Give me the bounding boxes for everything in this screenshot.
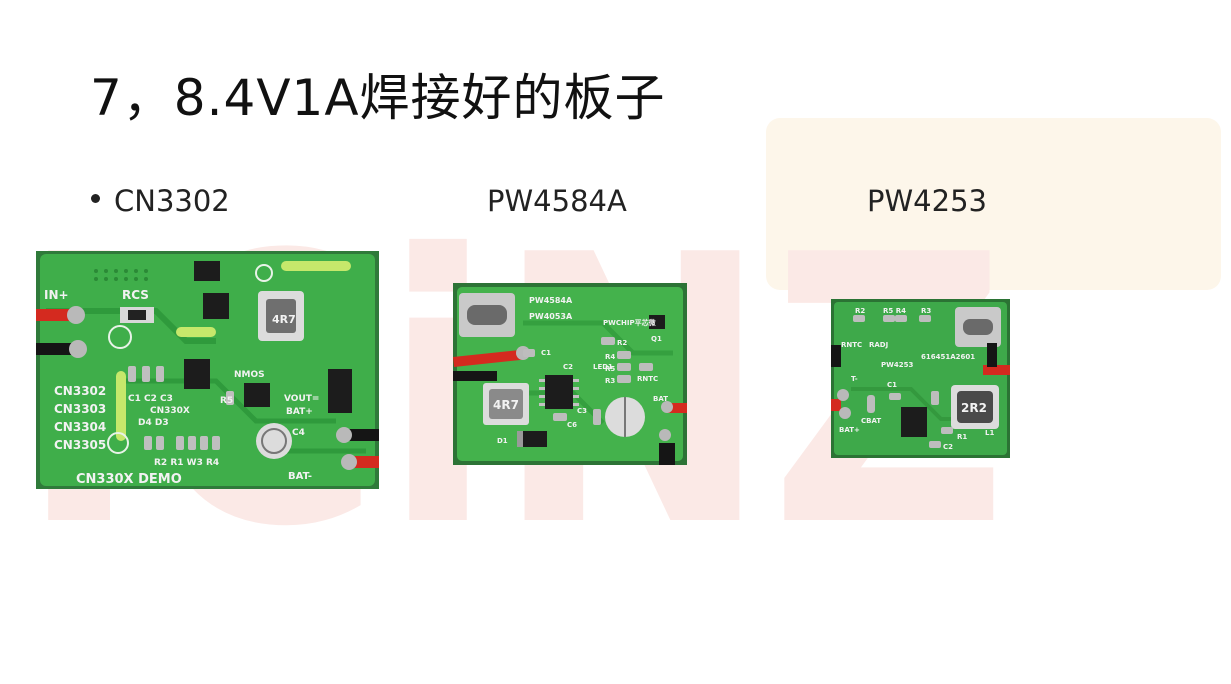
silk-r4: R4	[605, 353, 615, 361]
silk-chip: CN330X	[150, 406, 190, 416]
silk-r2: R2	[617, 339, 627, 347]
label-pw4253: PW4253	[867, 184, 987, 218]
silk-resistors: R2 R1 W3 R4	[154, 458, 219, 468]
silk-bat-minus: BAT-	[288, 471, 312, 482]
silk-d4d3: D4 D3	[138, 418, 169, 428]
silk-led1: LED1	[593, 363, 613, 371]
silk-r1: R1	[957, 433, 967, 441]
silk-in-plus: IN+	[44, 288, 69, 302]
silk-rntc: RNTC	[637, 375, 658, 383]
silk-nmos: NMOS	[234, 370, 265, 380]
board-photo-pw4253: R2 R5 R4 R3 RNTC RADJ 616451A2601 PW4253…	[831, 299, 1010, 458]
board-photo-cn330x: IN+ RCS CN3302 CN3303 CN3304 CN3305 C1 C…	[36, 251, 379, 489]
silk-bat: BAT	[653, 395, 668, 403]
silk-cn3302: CN3302	[54, 384, 106, 398]
silk-rntc: RNTC	[841, 341, 862, 349]
silk-pw4253: PW4253	[881, 361, 913, 369]
silk-cn3303: CN3303	[54, 402, 106, 416]
silk-cbat: CBAT	[861, 417, 881, 425]
silk-c1: C1	[887, 381, 897, 389]
silk-r5: R5	[220, 396, 233, 406]
silk-r2: R2	[855, 307, 865, 315]
silk-c4: C4	[292, 428, 305, 438]
silk-pw4584a: PW4584A	[529, 296, 573, 305]
silk-demo: CN330X DEMO	[76, 472, 182, 487]
board-photo-pw4584a: PW4584A PW4053A PWCHIP平芯微 4R7 C1 C2 C3 C…	[453, 283, 687, 465]
silk-caps: C1 C2 C3	[128, 394, 173, 404]
silk-c6: C6	[567, 421, 577, 429]
silk-l1: L1	[985, 429, 994, 437]
silk-d1: D1	[497, 437, 508, 445]
silk-inductor-4r7: 4R7	[493, 398, 519, 412]
silk-bat-plus: BAT+	[286, 407, 313, 417]
silk-inductor: 4R7	[272, 313, 296, 326]
silk-r5r4: R5 R4	[883, 307, 906, 315]
silk-t-minus: T-	[851, 375, 858, 383]
silk-cn3305: CN3305	[54, 438, 106, 452]
silk-radj: RADJ	[869, 341, 888, 349]
silk-r3: R3	[605, 377, 615, 385]
slide-title: 7，8.4V1A焊接好的板子	[90, 69, 666, 127]
silk-c2: C2	[943, 443, 953, 451]
silk-c1: C1	[541, 349, 551, 357]
silk-pw4053a: PW4053A	[529, 312, 573, 321]
silk-rcs: RCS	[122, 288, 149, 302]
silk-vout: VOUT=	[284, 394, 319, 404]
silk-code: 616451A2601	[921, 353, 975, 361]
silk-c3: C3	[577, 407, 587, 415]
label-pw4584a: PW4584A	[487, 184, 627, 218]
silk-r5: R5	[605, 365, 615, 373]
silk-inductor-2r2: 2R2	[961, 401, 987, 415]
silk-r3: R3	[921, 307, 931, 315]
silk-brand: PWCHIP平芯微	[603, 318, 657, 327]
silk-c2: C2	[563, 363, 573, 371]
watermark-panel	[766, 118, 1221, 290]
bullet-dot	[91, 194, 100, 203]
label-cn3302: CN3302	[114, 184, 230, 218]
silk-q1: Q1	[651, 335, 662, 343]
silk-bat-plus: BAT+	[839, 426, 860, 434]
silk-cn3304: CN3304	[54, 420, 106, 434]
